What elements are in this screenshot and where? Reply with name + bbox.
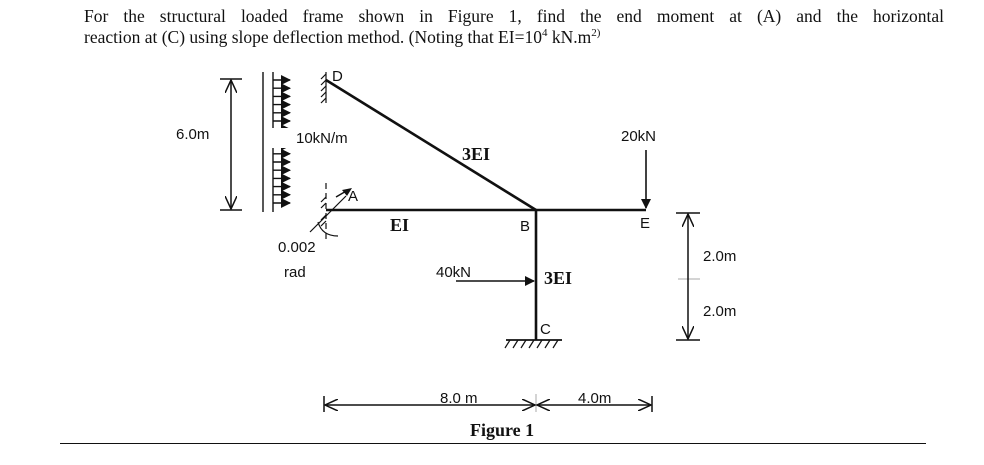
dimension-left-height	[220, 78, 242, 211]
support-c	[504, 339, 562, 349]
node-a-label: A	[348, 188, 358, 205]
problem-line-2-text: reaction at (C) using slope deflection m…	[84, 27, 542, 47]
node-c-label: C	[540, 321, 551, 338]
problem-line-2-unit: kN.m	[547, 27, 592, 47]
problem-line-1: For the structural loaded frame shown in…	[84, 6, 944, 26]
udl-label-bg	[267, 128, 367, 148]
point-load-e-label: 20kN	[621, 128, 656, 145]
distributed-load-label: 10kN/m	[296, 130, 348, 147]
support-d	[320, 72, 327, 104]
member-ab-label: EI	[390, 215, 409, 235]
member-bd-label: 3EI	[462, 144, 490, 164]
problem-statement: For the structural loaded frame shown in…	[84, 6, 944, 48]
support-a-rotation-unit: rad	[284, 264, 306, 281]
dimension-upper-bc-label: 2.0m	[703, 248, 736, 265]
member-bc-label: 3EI	[544, 268, 572, 288]
point-load-bc-label: 40kN	[436, 264, 471, 281]
section-rule	[60, 443, 926, 444]
dimension-lower-bc-label: 2.0m	[703, 303, 736, 320]
figure-caption: Figure 1	[470, 420, 534, 440]
dimension-span-ab-label: 8.0 m	[440, 390, 478, 407]
dimension-bottom	[323, 394, 653, 412]
dimension-span-be-label: 4.0m	[578, 390, 611, 407]
superscript-unit: 2)	[591, 27, 601, 40]
dimension-left-height-label: 6.0m	[176, 126, 209, 143]
member-bd	[325, 78, 537, 212]
node-b-label: B	[520, 218, 530, 235]
support-a	[309, 183, 352, 243]
node-d-label: D	[332, 68, 343, 85]
node-e-label: E	[640, 215, 650, 232]
dimension-right-vertical	[676, 212, 700, 341]
superscript-exponent: 4	[541, 27, 548, 40]
problem-line-2: reaction at (C) using slope deflection m…	[84, 27, 944, 48]
support-a-rotation-value: 0.002	[278, 239, 316, 256]
